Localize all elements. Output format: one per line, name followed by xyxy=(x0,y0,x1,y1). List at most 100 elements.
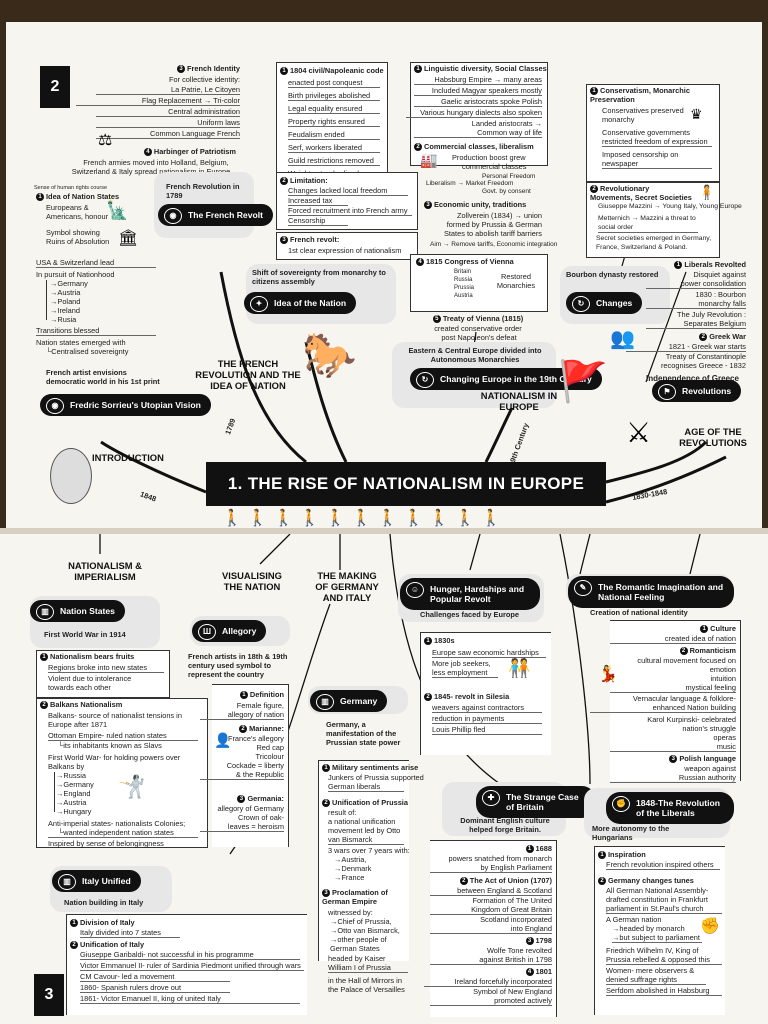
karol-line: Karol Kurpinski- celebrated xyxy=(647,715,736,724)
hunger-heading: Challenges faced by Europe xyxy=(420,610,519,619)
unification-italy-line: Victor Emmanuel II- ruler of Sardinia Pi… xyxy=(80,961,304,971)
economic-line: Zollverein (1834) → union xyxy=(456,211,542,220)
french-revolt-line: 1st clear expression of nationalism xyxy=(288,246,402,255)
usa-switzerland-line: USA & Switzerland lead xyxy=(36,258,156,268)
proclamation-tail: in the Hall of Mirrors in the Palace of … xyxy=(328,976,405,994)
italy-box xyxy=(66,914,307,1015)
culture-line: created idea of nation xyxy=(610,634,736,644)
germany-text: Germany, a manifestation of the Prussian… xyxy=(326,720,401,747)
main-title-text: 1. THE RISE OF NATIONALISM IN EUROPE xyxy=(227,474,585,493)
number-icon: 1 xyxy=(525,845,534,854)
liberals-line: power consolidation xyxy=(646,279,746,289)
french-identity-line: Central administration xyxy=(96,107,240,117)
number-icon: 1 xyxy=(70,919,78,928)
sovereignty-line: └Centralised sovereignty xyxy=(46,347,129,356)
sovereignty-text: Centralised sovereignty xyxy=(51,347,129,356)
french-revolt-box xyxy=(276,232,418,260)
germania-line: leaves = heroism xyxy=(200,822,284,832)
fighting-figures-illustration: 🤺 xyxy=(118,774,146,799)
bracket-line xyxy=(54,772,55,812)
war-name: France xyxy=(341,873,365,882)
hunger-1830-line: less employment xyxy=(432,668,498,678)
balkans-power-name: Germany xyxy=(63,780,94,789)
germany-changes-line: drafted constitution in Frankfurt xyxy=(606,895,708,904)
civil-code-line: Feudalism ended xyxy=(288,130,380,140)
germania-line: allegory of Germany xyxy=(217,804,284,813)
french-revolt-heading-text: French revolt: xyxy=(290,235,340,244)
germany-changes-line: Prussia rebelled & opposed this xyxy=(606,955,722,965)
tag-italy-unified: ▥Italy Unified xyxy=(52,870,141,892)
page-number-badge: 2 xyxy=(40,66,70,108)
britain-1801-heading-text: 1801 xyxy=(535,967,552,976)
page-number-badge: 3 xyxy=(34,974,64,1016)
number-icon: 1 xyxy=(36,193,44,202)
tag-revolutions-text: Revolutions xyxy=(682,386,732,396)
rev1848-box xyxy=(594,846,725,1015)
number-icon: 2 xyxy=(679,647,688,656)
tag-sorrieu: ◉Fredric Sorrieu's Utopian Vision xyxy=(40,394,211,416)
germany-changes-line: Women- mere observers & xyxy=(606,966,695,975)
commercial-line: Liberalism → Market Freedom xyxy=(426,180,514,187)
britain-1801-line: Ireland forcefully incorporated xyxy=(424,977,552,987)
allegory-text: French artists in 18th & 19th century us… xyxy=(188,652,288,679)
tag-idea-of-nation: ✦Idea of the Nation xyxy=(244,292,357,314)
nationalism-fruits-line: Regions broke into new states xyxy=(48,663,164,673)
britain-1801-line: promoted actively xyxy=(430,996,552,1006)
civil-code-line: Guild restrictions removed xyxy=(288,156,380,166)
economic-heading-text: Economic unity, traditions xyxy=(434,200,527,209)
number-icon: 3 xyxy=(424,201,432,210)
romantic-heading: Creation of national identity xyxy=(590,608,688,617)
number-icon: 2 xyxy=(70,941,78,950)
balkans-power-name: Austria xyxy=(63,798,87,807)
number-icon: 2 xyxy=(414,143,422,152)
economic-line: Aim → Remove tariffs, Economic integrati… xyxy=(430,241,558,248)
congress-power: Britain xyxy=(454,269,472,275)
war-item: →Denmark xyxy=(334,864,372,873)
congress-power: Prussia xyxy=(454,285,475,291)
french-identity-line: Flag Replacement → Tri-color xyxy=(76,96,240,106)
military-heading-text: Military sentiments arise xyxy=(332,763,419,772)
palette-icon: ✎ xyxy=(574,580,592,596)
number-icon: 1 xyxy=(424,637,432,646)
country-item: →Rusia xyxy=(50,315,77,324)
civil-code-line: Serf, workers liberated xyxy=(288,143,380,153)
britain-1688-line: powers snatched from monarch xyxy=(448,854,552,863)
number-icon: 2 xyxy=(40,701,48,710)
number-icon: 3 xyxy=(177,65,186,74)
proclamation-name: →other people of German States xyxy=(330,935,387,953)
tag-nation-states-text: Nation States xyxy=(60,606,115,616)
commercial-heading-text: Commercial classes, liberalism xyxy=(424,142,534,151)
marianne-line: & the Republic xyxy=(200,770,284,780)
country-item: →Germany xyxy=(50,279,88,288)
romanticism-line: emotion xyxy=(709,665,736,674)
treaty-vienna-heading-text: Treaty of Vienna (1815) xyxy=(442,314,524,323)
linguistic-line: Various hungary dialects also spoken xyxy=(406,108,542,118)
germany-box xyxy=(318,760,409,961)
tag-sorrieu-text: Fredric Sorrieu's Utopian Vision xyxy=(70,400,201,410)
britain-1798-line: against British in 1798 xyxy=(430,955,552,965)
unification-line: 3 wars over 7 years with: xyxy=(328,846,410,855)
number-icon: 1 xyxy=(280,67,288,76)
napoleon-horse-illustration: 🐎 xyxy=(302,331,357,380)
marching-figures-illustration: 🚶🚶🚶🚶🚶🚶🚶🚶🚶🚶🚶 xyxy=(222,510,508,527)
liberals-line: monarchy falls xyxy=(646,299,746,309)
tag-revolutions: ⚑Revolutions xyxy=(652,380,742,402)
hunger-1845-heading-text: 1845- revolt in Silesia xyxy=(434,692,510,701)
number-icon: 2 xyxy=(322,799,330,808)
britain-1707-line: between England & Scotland xyxy=(430,886,552,896)
limitation-box xyxy=(276,172,418,230)
connector-lines xyxy=(100,251,727,504)
number-icon: 4 xyxy=(416,258,424,267)
number-icon: 2 xyxy=(424,693,432,702)
hunger-1830-line: Europe saw economic hardships xyxy=(432,648,546,658)
transitions-line: Transitions blessed xyxy=(36,326,156,336)
